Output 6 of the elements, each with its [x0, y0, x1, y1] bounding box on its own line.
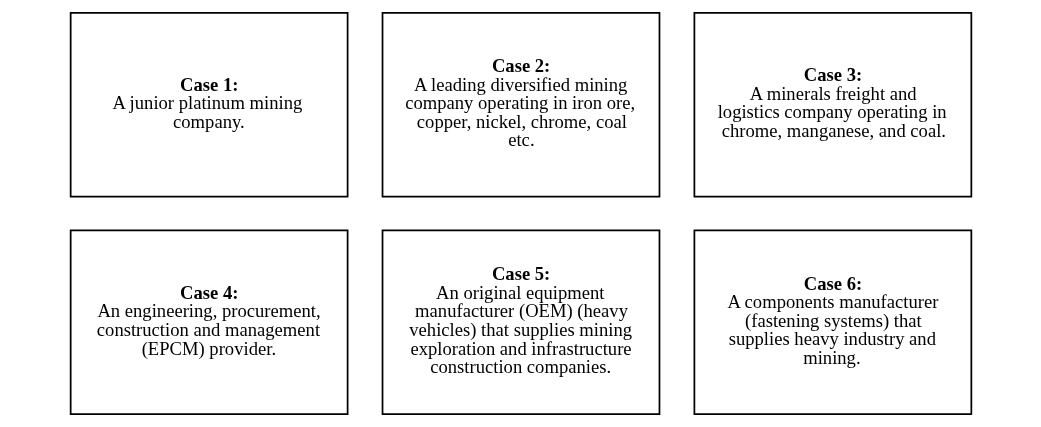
node-box: Case 5: An original equipment manufacturer (OEM) (heavy vehicles) that supplies mining exploration and infrastructure construction companies.	[381, 229, 660, 416]
node-box: Case 6: A components manufacturer (fastening systems) that supplies heavy industry and mining.	[693, 229, 972, 416]
node-box: Case 4: An engineering, procurement, construction and management (EPCM) provider.	[69, 229, 348, 416]
node-box: Case 2: A leading diversified mining company operating in iron ore, copper, nickel, chrome, coal etc.	[381, 11, 660, 198]
node-box: Case 3: A minerals freight and logistics company operating in chrome, manganese, and coal.	[693, 11, 972, 198]
node-box: Case 1: A junior platinum mining company.	[69, 11, 348, 198]
